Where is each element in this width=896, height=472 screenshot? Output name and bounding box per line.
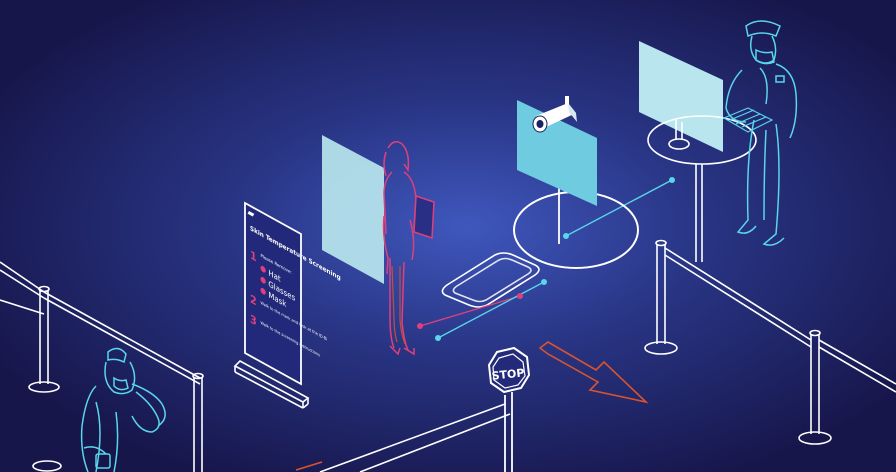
mask-icon	[260, 287, 266, 295]
stanchion-right-2	[798, 329, 832, 445]
stanchion-base-bottom-left	[32, 460, 62, 472]
officer-desk	[647, 115, 757, 262]
bottom-floor-arrow	[295, 461, 323, 471]
right-rope-barrier	[664, 247, 896, 393]
security-camera-icon	[532, 96, 577, 133]
sign-step3-number: 3	[250, 312, 257, 329]
direction-arrow-icon	[538, 341, 649, 404]
hat-icon	[260, 265, 266, 273]
stanchion-left-1	[28, 285, 60, 393]
stanchion-left-2	[192, 372, 204, 472]
stop-sign-label: STOP	[491, 366, 525, 382]
woman-figure-outline	[391, 265, 406, 345]
floor-standing-marker	[441, 252, 540, 308]
screening-sign-stand: Skin Temperature Screening 1 Please Remo…	[233, 201, 341, 409]
floor-guide-lines	[419, 179, 673, 339]
officer-figure	[725, 20, 798, 246]
sign-step1-number: 1	[250, 248, 257, 265]
stop-sign-icon: STOP	[487, 346, 531, 472]
woman-figure	[382, 141, 435, 356]
left-rope-barrier	[0, 261, 201, 385]
left-screening-panel	[322, 135, 384, 284]
stanchion-right-1	[644, 239, 678, 355]
center-rope-barrier	[319, 403, 511, 472]
floor-guide-dots	[417, 177, 675, 341]
glasses-icon	[260, 276, 266, 284]
officer-monitor-panel	[639, 41, 723, 152]
sign-step2-number: 2	[250, 292, 257, 309]
masked-person-figure	[80, 347, 166, 472]
